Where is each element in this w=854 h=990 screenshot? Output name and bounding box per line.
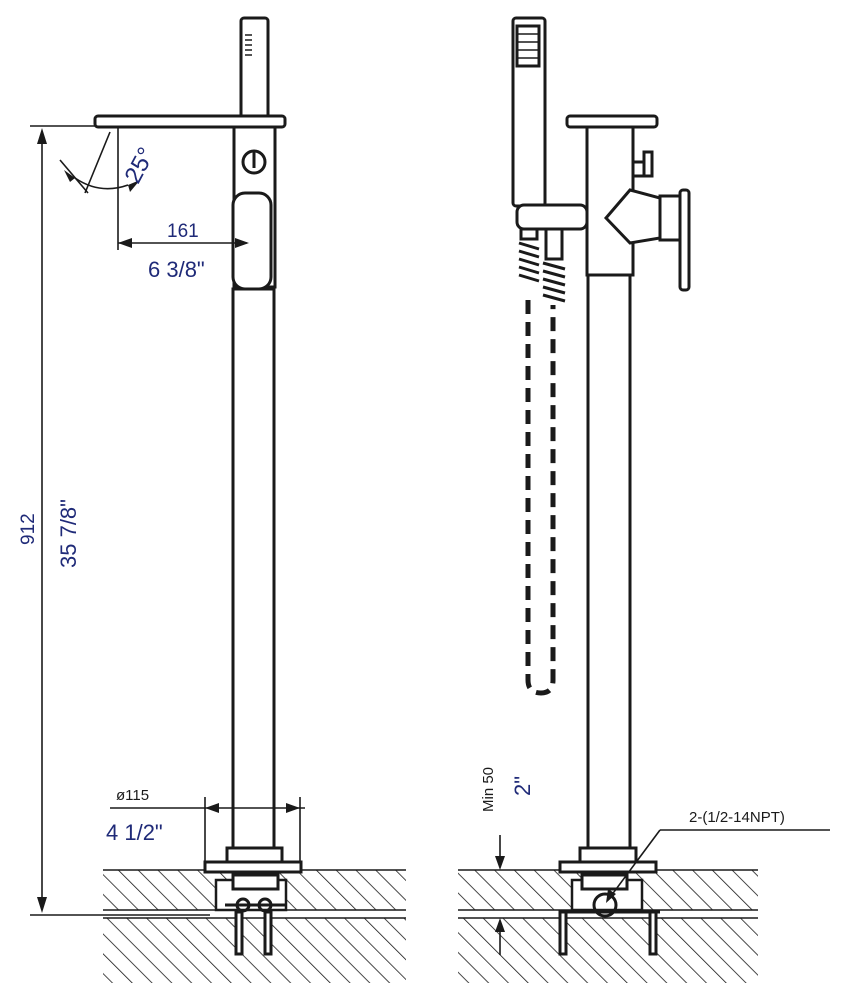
reach-mm-label: 161 xyxy=(167,221,199,242)
diverter-knob xyxy=(631,150,654,178)
side-valve-fittings xyxy=(558,873,660,956)
hose-connectors xyxy=(518,227,566,303)
reach-dimension xyxy=(118,238,249,248)
front-handshower xyxy=(239,16,270,120)
reach-in-label: 6 3/8" xyxy=(148,257,205,282)
floor-depth-in-label: 2" xyxy=(510,776,535,796)
front-spout-plate xyxy=(93,114,287,129)
lever-handle xyxy=(603,188,691,292)
inlet-leader xyxy=(606,829,830,903)
side-view: Min 50 2" 2-(1/2-14NPT) xyxy=(458,16,830,983)
height-in-label: 35 7/8" xyxy=(56,499,81,568)
floor-depth-dimension xyxy=(495,835,505,955)
inlet-callout-label: 2-(1/2-14NPT) xyxy=(689,809,785,826)
dashed-hose xyxy=(525,300,556,696)
base-diameter-in-label: 4 1/2" xyxy=(106,820,163,845)
front-body xyxy=(203,125,303,874)
side-body xyxy=(558,125,658,874)
height-dimension xyxy=(30,125,210,916)
front-view: 25° 161 6 3/8" 912 35 7/8" ø115 4 1/2" xyxy=(18,16,406,983)
angle-dimension xyxy=(59,127,140,250)
side-handshower xyxy=(511,16,589,231)
base-diameter-mm-label: ø115 xyxy=(116,787,149,804)
front-valve-fittings xyxy=(225,873,285,956)
angle-label: 25° xyxy=(119,143,160,188)
floor-depth-mm-label: Min 50 xyxy=(480,767,497,812)
base-diameter-dimension xyxy=(110,797,305,862)
side-top-plate xyxy=(565,114,659,129)
height-mm-label: 912 xyxy=(18,513,39,545)
